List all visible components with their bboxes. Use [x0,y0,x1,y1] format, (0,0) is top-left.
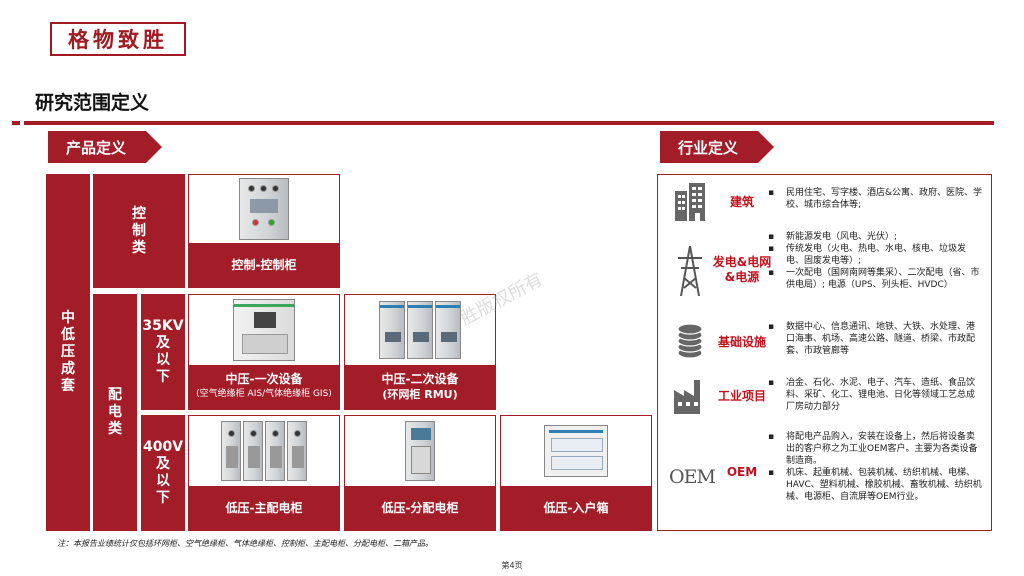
lv-home-image [501,416,651,486]
mv-primary-label: 中压-一次设备 [225,372,303,386]
lv-sub-image [345,416,495,486]
industry-name-industrial: 工业项目 [717,389,766,403]
power-tower-icon [670,243,710,299]
industry-row-infrastructure: 基础设施 数据中心、信息通讯、地铁、大铁、水处理、港口海事、机场、高速公路、隧道… [658,317,991,369]
category-control: 控制类 [93,174,185,288]
stacked-char: 以 [155,352,170,368]
product-card-lv-sub: 低压-分配电柜 [344,415,496,531]
stacked-char: 及 [155,335,170,351]
list-item: 冶金、石化、水泥、电子、汽车、造纸、食品饮料、采矿、化工、锂电池、日化等领域工艺… [768,377,983,413]
mv-secondary-sublabel: (环网柜 RMU) [382,388,458,401]
industry-list-industrial: 冶金、石化、水泥、电子、汽车、造纸、食品饮料、采矿、化工、锂电池、日化等领域工艺… [768,377,983,413]
mv-secondary-image [345,295,495,365]
product-card-mv-primary: 中压-一次设备 (空气绝缘柜 AIS/气体绝缘柜 GIS) [188,294,340,410]
product-card-mv-secondary: 中压-二次设备 (环网柜 RMU) [344,294,496,410]
title-rule-cap [12,121,20,125]
stacked-char: 下 [156,490,170,506]
industry-list-oem: 将配电产品购入，安装在设备上，然后将设备卖出的客户称之为工业OEM客户。主要为各… [768,431,983,503]
brand-logo: 格物致胜 [50,22,186,56]
stacked-char: 配 [108,387,122,403]
product-definition-tab: 产品定义 [48,131,162,163]
control-cabinet-label: 控制-控制柜 [231,257,297,272]
stacked-char: 400V [142,439,184,455]
lv-home-label: 低压-入户箱 [543,500,609,515]
stacked-char: 下 [155,369,170,385]
coins-icon [670,321,710,361]
page-title: 研究范围定义 [35,92,150,114]
stacked-char: 类 [132,239,146,256]
industry-row-building: 建筑 民用住宅、写字楼、酒店&公寓、政府、医院、学校、城市综合体等; [658,179,991,227]
product-card-control-cabinet: 控制-控制柜 [188,174,340,288]
mv-secondary-label: 中压-二次设备 [381,372,459,386]
lv-main-image [189,416,339,486]
stacked-char: 控 [132,205,146,222]
industry-name-infrastructure: 基础设施 [717,335,766,349]
list-item: 民用住宅、写字楼、酒店&公寓、政府、医院、学校、城市综合体等; [768,187,983,211]
title-rule [24,121,994,125]
stacked-char: 中 [61,310,75,326]
industry-row-industrial: 工业项目 冶金、石化、水泥、电子、汽车、造纸、食品饮料、采矿、化工、锂电池、日化… [658,373,991,421]
category-distribution: 配电类 [93,294,137,531]
stacked-char: 成 [61,361,75,377]
stacked-char: 35KV [142,318,184,334]
industry-name-power: 发电&电网&电源 [712,255,772,284]
mv-primary-sublabel: (空气绝缘柜 AIS/气体绝缘柜 GIS) [196,389,332,399]
category-control-label: 控制类 [132,206,146,257]
industry-row-oem: OEM OEM 将配电产品购入，安装在设备上，然后将设备卖出的客户称之为工业OE… [658,429,991,529]
lv-sub-label: 低压-分配电柜 [381,500,459,515]
industry-list-infrastructure: 数据中心、信息通讯、地铁、大铁、水处理、港口海事、机场、高速公路、隧道、桥梁、市… [768,321,983,357]
stacked-char: 套 [61,378,75,394]
list-item: 数据中心、信息通讯、地铁、大铁、水处理、港口海事、机场、高速公路、隧道、桥梁、市… [768,321,983,357]
stacked-char: 以 [156,473,170,489]
list-item: 机床、起重机械、包装机械、纺织机械、电梯、HAVC、塑料机械、橡胶机械、畜牧机械… [768,467,983,503]
category-mid-low-voltage-label: 中低压成套 [61,310,75,395]
brand-logo-text: 格物致胜 [68,27,168,52]
lv-main-label: 低压-主配电柜 [225,500,303,515]
category-mid-low-voltage: 中低压成套 [46,174,90,531]
list-item: 一次配电（国网南网等集采）、二次配电（省、市供电局）; 电源（UPS、列头柜、H… [768,267,983,291]
stacked-char: 制 [132,222,146,239]
factory-icon [670,375,710,415]
category-distribution-label: 配电类 [108,387,122,438]
stacked-char: 电 [108,404,122,420]
mv-primary-image [189,295,339,365]
page-number: 第4页 [501,561,523,570]
stacked-char: 及 [156,456,170,472]
list-item: 将配电产品购入，安装在设备上，然后将设备卖出的客户称之为工业OEM客户。主要为各… [768,431,983,467]
footnote: 注：本报告业绩统计仅包括环网柜、空气绝缘柜、气体绝缘柜、控制柜、主配电柜、分配电… [57,539,433,548]
industry-definition-tab: 行业定义 [660,131,774,163]
industry-name-building: 建筑 [729,195,754,209]
oem-icon: OEM [669,457,716,497]
industry-list-building: 民用住宅、写字楼、酒店&公寓、政府、医院、学校、城市综合体等; [768,187,983,211]
oem-icon-text: OEM [669,466,716,488]
stacked-char: 类 [108,421,122,437]
stacked-char: 低 [61,327,75,343]
industry-list-power: 新能源发电（风电、光伏）; 传统发电（火电、热电、水电、核电、垃圾发电、固废发电… [768,231,983,291]
stacked-char: 压 [61,344,75,360]
building-icon [670,181,710,221]
list-item: 新能源发电（风电、光伏）; [768,231,983,243]
list-item: 传统发电（火电、热电、水电、核电、垃圾发电、固废发电等）; [768,243,983,267]
industry-name-oem: OEM [726,465,758,479]
product-card-lv-home: 低压-入户箱 [500,415,652,531]
industry-row-power: 发电&电网&电源 新能源发电（风电、光伏）; 传统发电（火电、热电、水电、核电、… [658,229,991,313]
control-cabinet-image [189,175,339,243]
industry-definition-panel: 建筑 民用住宅、写字楼、酒店&公寓、政府、医院、学校、城市综合体等; 发电&电网… [657,174,992,531]
product-card-lv-main: 低压-主配电柜 [188,415,340,531]
